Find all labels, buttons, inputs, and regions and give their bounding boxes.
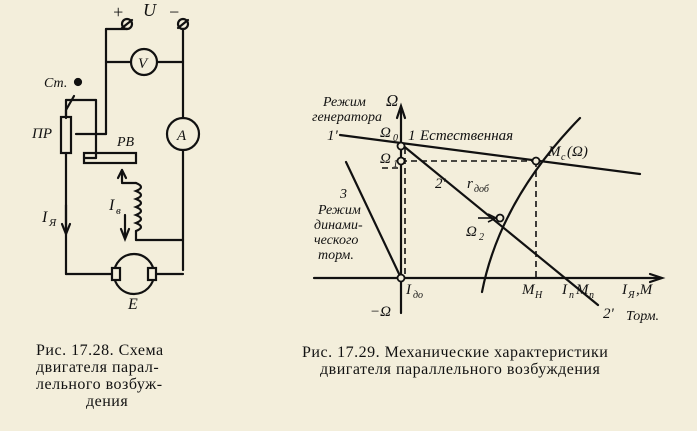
dyn-1: Режим — [317, 203, 361, 218]
caption1-line1: Рис. 17.28. Схема — [36, 342, 164, 359]
omega-axis-label: Ω — [386, 91, 398, 110]
field-coil — [133, 181, 143, 233]
omega0-sub: 0 — [393, 133, 398, 144]
two-prime-label: 2' — [435, 176, 447, 192]
three-label: 3 — [339, 187, 347, 202]
voltmeter — [129, 47, 159, 77]
starting-rheostat — [59, 115, 73, 155]
voltmeter-label: V — [138, 56, 149, 72]
ip-sub: п — [569, 290, 574, 301]
omega0-label: Ω — [380, 125, 391, 141]
motor-label: E — [127, 296, 138, 313]
dyn-2: динами- — [314, 218, 363, 233]
ia-axis-sub: Я — [627, 290, 636, 301]
mc-sub: c — [561, 152, 566, 163]
radd-sub: доб — [474, 184, 490, 195]
plus-label: + — [112, 2, 124, 22]
torm-label: Торм. — [626, 309, 659, 324]
omega2-label: Ω — [466, 224, 477, 240]
st-label: Ст. — [44, 76, 67, 91]
figure-caption-2: Рис. 17.29. Механические характеристики … — [302, 344, 682, 378]
mn-label: M — [521, 282, 536, 298]
omega1-sub: 1 — [393, 159, 398, 170]
omega2-sub: 2 — [479, 232, 484, 243]
rheostat-arm — [64, 94, 76, 120]
ip-label: I — [561, 282, 568, 298]
mp-label: M — [575, 282, 590, 298]
dyn-4: торм. — [318, 248, 354, 263]
dynamic-braking-line — [344, 160, 403, 280]
mode-gen-1: Режим — [322, 95, 366, 110]
field-rheostat — [82, 151, 138, 165]
mc-arg: (Ω) — [567, 144, 588, 160]
ammeter-label: A — [176, 128, 187, 144]
caption2-line1: Рис. 17.29. Механические характеристики — [302, 344, 609, 361]
m-axis-label: ,M — [636, 282, 654, 298]
mode-gen-2: генератора — [312, 110, 382, 125]
omega1-label: Ω — [380, 151, 391, 167]
mn-sub: Н — [534, 290, 543, 301]
pr-label: ПР — [31, 126, 52, 142]
caption1-line2: двигателя парал- — [36, 359, 160, 376]
load-torque-curve — [480, 116, 582, 294]
st-dot — [73, 77, 83, 87]
natural-characteristic — [338, 133, 642, 176]
mp-sub: п — [589, 290, 594, 301]
caption1-line4: дения — [86, 393, 129, 410]
minus-label: − — [168, 2, 180, 22]
ido-sub: до — [413, 290, 423, 301]
rheostatic-characteristic — [399, 142, 600, 307]
ia-label: I — [41, 209, 48, 226]
ammeter — [165, 116, 201, 152]
one-prime-label: 1' — [327, 128, 339, 144]
ia-axis-label: I — [621, 282, 628, 298]
caption2-line2: двигателя параллельного возбуждения — [320, 361, 601, 378]
natural-label: Естественная — [419, 128, 513, 144]
pv-label: РВ — [116, 135, 135, 150]
one-label: 1 — [408, 128, 416, 144]
neg-omega-label: −Ω — [370, 304, 391, 320]
caption1-line3: лельного возбуж- — [36, 376, 163, 393]
radd-label: r — [467, 176, 473, 192]
two-prime-b-label: 2' — [603, 306, 615, 322]
iv-sub: в — [116, 205, 121, 217]
dyn-3: ческого — [314, 233, 358, 248]
iv-label: I — [108, 197, 115, 214]
u-label: U — [143, 0, 157, 20]
ia-sub: Я — [48, 217, 57, 229]
mc-label: M — [547, 144, 562, 160]
ido-label: I — [405, 282, 412, 298]
figure-caption-1: Рис. 17.28. Схема двигателя парал- лельн… — [36, 342, 216, 410]
